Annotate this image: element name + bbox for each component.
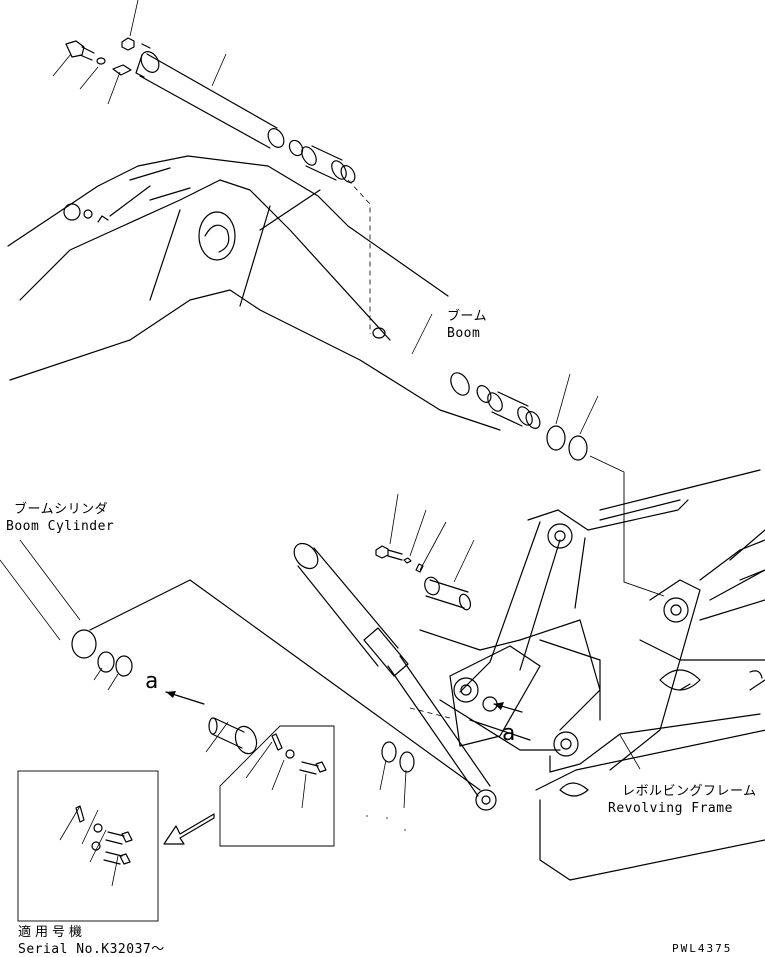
boom-cylinder <box>0 539 497 831</box>
drawing-code: PWL4375 <box>672 942 733 955</box>
view-a-arrows <box>165 691 523 713</box>
serial-number: Serial No.K32037～ <box>18 942 165 957</box>
serial-label-jp: 適用号機 <box>18 925 87 940</box>
boom-label-jp: ブーム <box>447 309 488 324</box>
lower-pin-detail <box>163 717 335 847</box>
boom-label-en: Boom <box>447 326 481 341</box>
boom-body <box>7 155 501 431</box>
cylinder-pin-group <box>375 493 475 611</box>
view-a-label-left: a <box>145 669 159 694</box>
background-frame-lines <box>439 529 765 751</box>
boom-cylinder-label-jp: ブームシリンダ <box>14 502 109 517</box>
view-a-label-right: a <box>502 721 516 746</box>
revolving-frame-label-jp: レボルビングフレーム <box>622 784 757 799</box>
revolving-frame-label-en: Revolving Frame <box>608 801 733 816</box>
boom-foot-pin-group <box>450 372 665 597</box>
boom-top-pin-assembly <box>52 0 386 339</box>
revolving-frame <box>419 469 765 881</box>
boom-cylinder-label-en: Boom Cylinder <box>6 519 115 534</box>
serial-detail-box <box>17 770 159 922</box>
